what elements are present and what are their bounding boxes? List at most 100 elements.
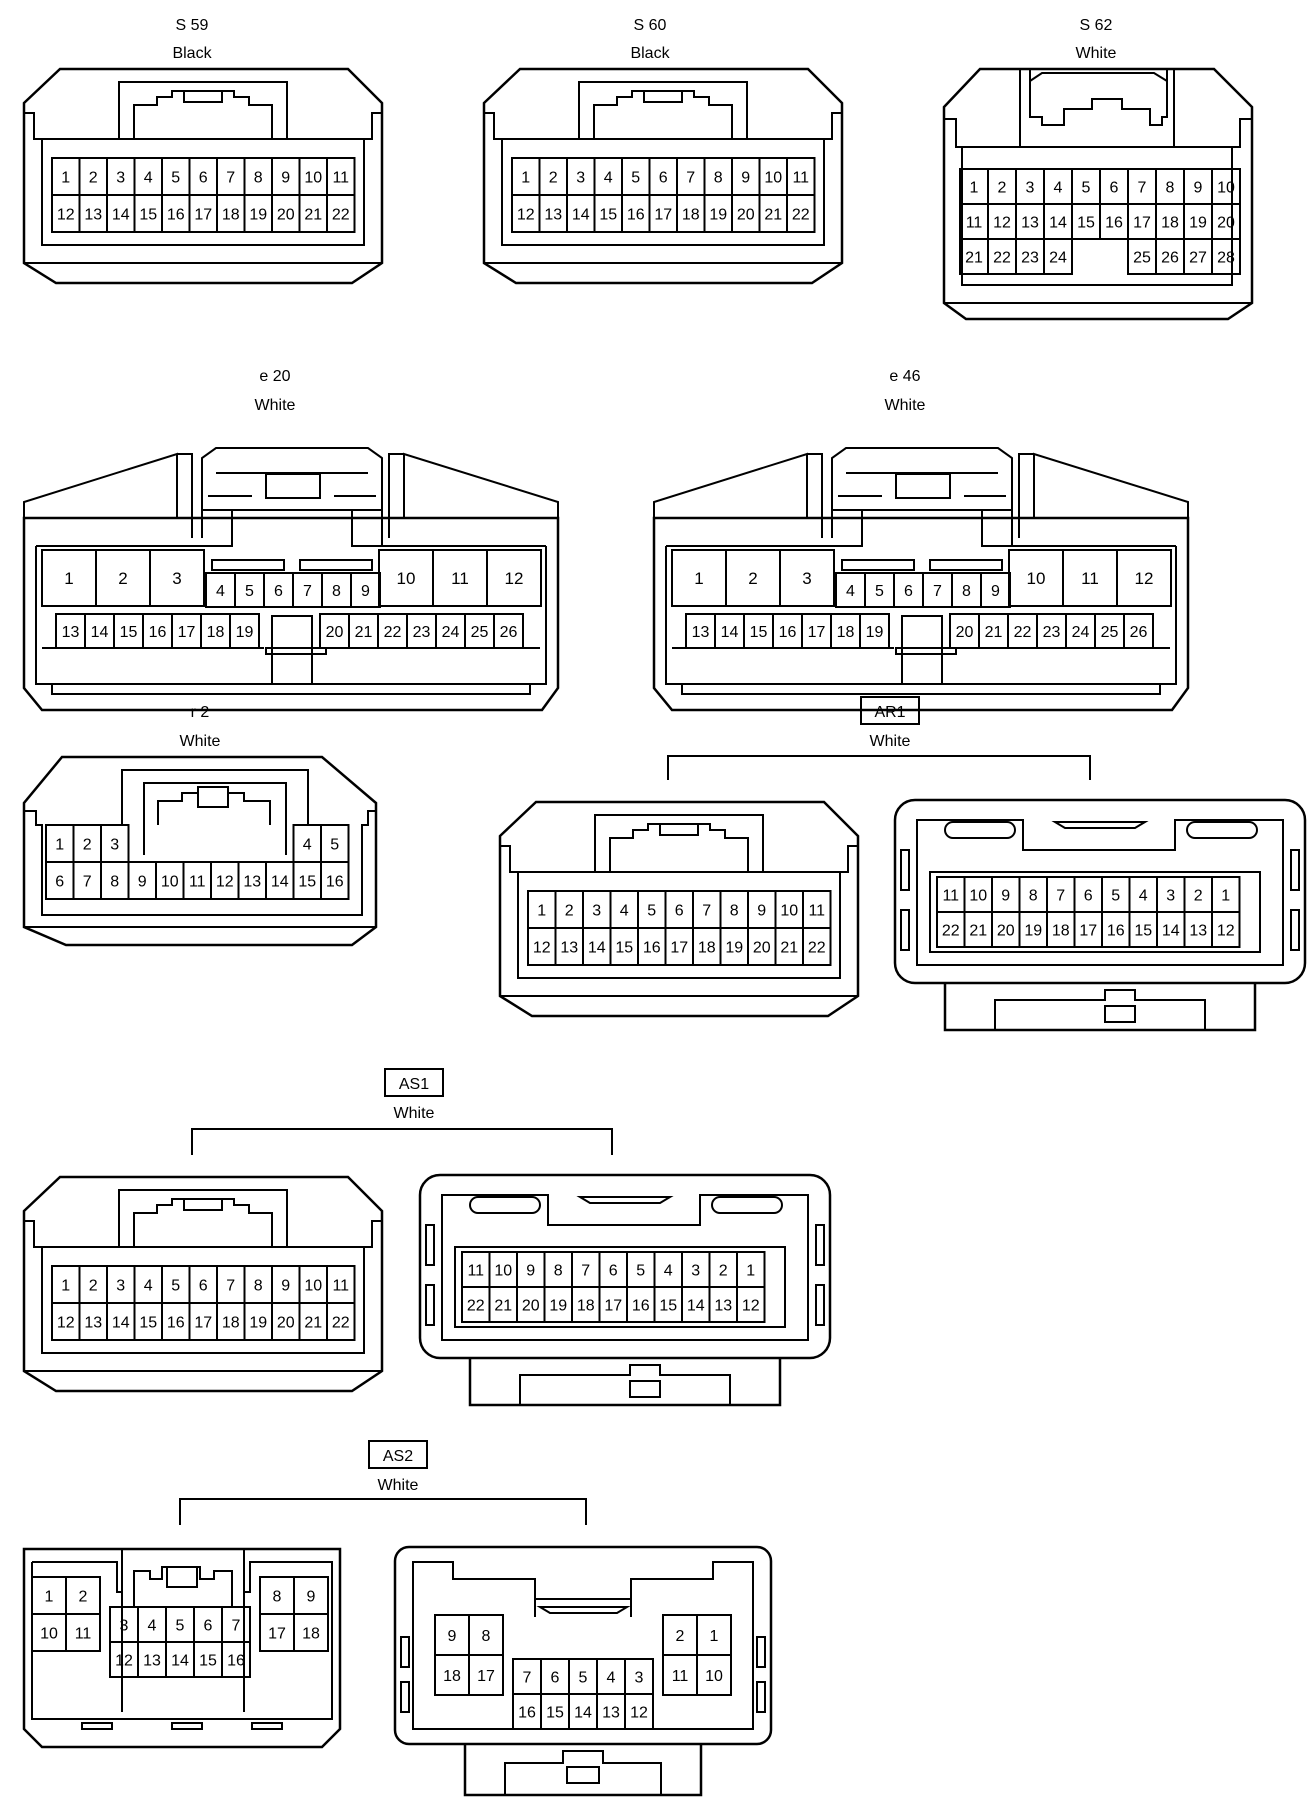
outline <box>133 90 273 139</box>
outline <box>183 91 223 103</box>
outline <box>666 510 863 547</box>
pin-label: 22 <box>467 1298 485 1315</box>
outline <box>1018 453 1034 538</box>
pin-label: 14 <box>271 874 289 891</box>
pin-label: 11 <box>332 170 349 187</box>
pin-label: 19 <box>249 1315 267 1332</box>
pin-label: 16 <box>149 624 167 641</box>
connector-color: Black <box>172 45 212 62</box>
outline <box>51 684 531 695</box>
pin-label: 6 <box>55 874 64 891</box>
pin-label: 19 <box>1024 923 1042 940</box>
pin-label: 6 <box>675 903 684 920</box>
outline <box>31 1561 333 1720</box>
outline <box>895 473 951 499</box>
pin-label: 19 <box>236 624 254 641</box>
pin-label: 20 <box>737 207 755 224</box>
pin-label: 12 <box>115 1653 133 1670</box>
pin-label: 13 <box>692 624 710 641</box>
pin-label: 8 <box>254 1278 263 1295</box>
pin-label: 15 <box>659 1298 677 1315</box>
outline <box>388 453 404 538</box>
pin-label: 19 <box>1189 215 1207 232</box>
pin-label: 11 <box>792 170 809 187</box>
pin-label: 2 <box>998 180 1007 197</box>
pin-label: 17 <box>670 940 688 957</box>
pin-cell <box>1211 238 1241 275</box>
pin-label: 2 <box>89 1278 98 1295</box>
pin-label: 7 <box>303 583 312 600</box>
pin-label: 9 <box>757 903 766 920</box>
outline <box>501 138 825 246</box>
pin-label: 13 <box>1021 215 1039 232</box>
outline <box>41 138 365 246</box>
pin-label: 1 <box>55 837 64 854</box>
outline <box>23 452 178 518</box>
outline <box>157 786 271 825</box>
connector-code: e 20 <box>259 368 290 385</box>
outline <box>469 1196 541 1214</box>
outline <box>454 1246 786 1328</box>
pin-label: 16 <box>779 624 797 641</box>
pin-label: 5 <box>330 837 339 854</box>
pin-cell <box>1211 911 1241 948</box>
pin-label: 2 <box>549 170 558 187</box>
pin-label: 14 <box>687 1298 705 1315</box>
pin-label: 12 <box>1135 569 1154 588</box>
pin-cell <box>1116 549 1172 607</box>
outline <box>24 112 42 140</box>
pin-label: 1 <box>537 903 546 920</box>
pin-label: 14 <box>588 940 606 957</box>
pin-label: 22 <box>942 923 960 940</box>
pin-label: 8 <box>110 874 119 891</box>
pin-label: 6 <box>1084 888 1093 905</box>
pin-label: 3 <box>592 903 601 920</box>
outline <box>994 989 1206 1030</box>
pin-label: 12 <box>57 1315 75 1332</box>
outline <box>22 67 384 285</box>
pin-label: 10 <box>764 170 782 187</box>
pin-label: 18 <box>1161 215 1179 232</box>
pin-label: 20 <box>956 624 974 641</box>
pin-label: 21 <box>969 923 987 940</box>
outline <box>179 1498 587 1525</box>
pin-label: 15 <box>1134 923 1152 940</box>
pin-cell <box>293 1613 329 1652</box>
connector-code-box <box>368 1440 428 1469</box>
pin-label: 9 <box>1194 180 1203 197</box>
outline <box>484 112 502 140</box>
pin-label: 6 <box>659 170 668 187</box>
pin-label: 13 <box>560 940 578 957</box>
pin-label: 23 <box>1043 624 1061 641</box>
pin-label: 6 <box>274 583 283 600</box>
outline <box>364 1220 382 1248</box>
pin-label: 6 <box>204 1618 213 1635</box>
outline <box>191 1128 613 1155</box>
outline <box>143 782 287 855</box>
pin-label: 8 <box>962 583 971 600</box>
pin-label: 18 <box>222 1315 240 1332</box>
pin-label: 11 <box>467 1263 484 1280</box>
outline <box>1051 821 1149 829</box>
outline <box>1033 452 1189 518</box>
connector-code: e 46 <box>889 368 920 385</box>
connector-code: AR1 <box>874 704 905 721</box>
pin-label: 7 <box>226 1278 235 1295</box>
pin-label: 25 <box>1133 250 1151 267</box>
pin-label: 9 <box>138 874 147 891</box>
outline <box>171 1722 203 1730</box>
pin-label: 18 <box>443 1668 461 1685</box>
pin-label: 15 <box>120 624 138 641</box>
outline <box>593 90 733 139</box>
pin-label: 19 <box>725 940 743 957</box>
pin-label: 16 <box>518 1705 536 1722</box>
pin-label: 21 <box>985 624 1003 641</box>
pin-label: 1 <box>746 1263 755 1280</box>
connector-code: r 2 <box>191 704 210 721</box>
pin-label: 10 <box>1217 180 1235 197</box>
outline <box>201 447 383 538</box>
outline <box>133 1566 233 1607</box>
outline <box>425 1224 435 1266</box>
pin-label: 22 <box>332 207 350 224</box>
